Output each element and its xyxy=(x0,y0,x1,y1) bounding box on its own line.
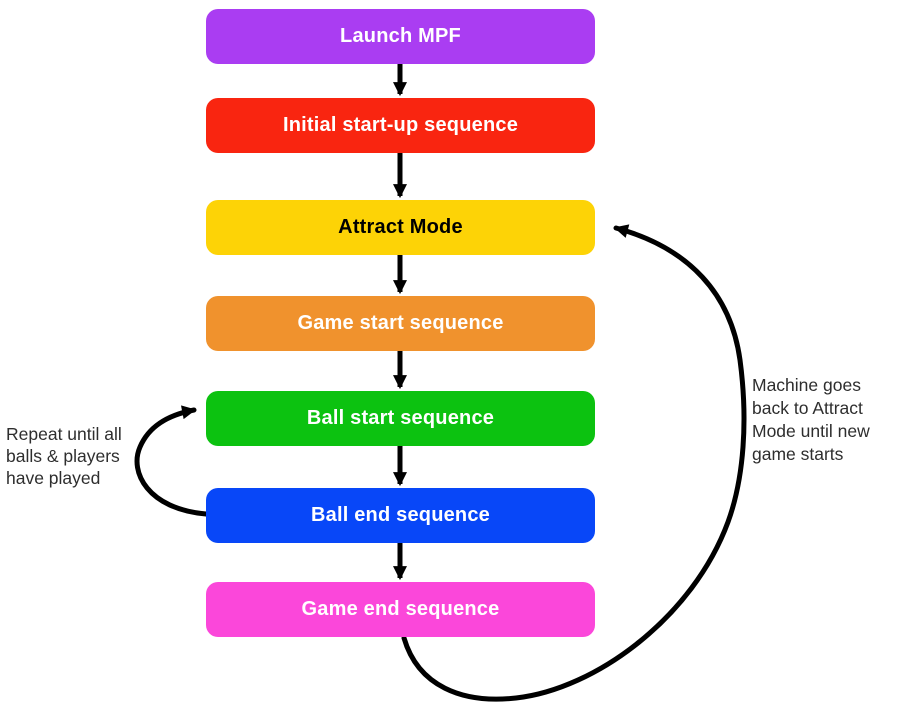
node-launch-mpf: Launch MPF xyxy=(206,9,595,64)
repeat-loop-note: Repeat until all balls & players have pl… xyxy=(6,424,122,488)
node-attract-mode-label: Attract Mode xyxy=(338,216,463,238)
node-ball-start: Ball start sequence xyxy=(206,391,595,446)
node-launch-mpf-label: Launch MPF xyxy=(340,25,461,47)
node-game-end: Game end sequence xyxy=(206,582,595,637)
node-ball-start-label: Ball start sequence xyxy=(306,407,495,429)
node-ball-end: Ball end sequence xyxy=(206,488,595,543)
return-loop-note: Machine goes back to Attract Mode until … xyxy=(752,375,870,464)
node-ball-end-label: Ball end sequence xyxy=(310,504,490,526)
node-initial-startup: Initial start-up sequence xyxy=(206,98,595,153)
node-game-end-label: Game end sequence xyxy=(301,598,500,620)
node-game-start: Game start sequence xyxy=(206,296,595,351)
node-attract-mode: Attract Mode xyxy=(206,200,595,255)
node-initial-startup-label: Initial start-up sequence xyxy=(282,114,519,136)
node-game-start-label: Game start sequence xyxy=(297,312,504,334)
